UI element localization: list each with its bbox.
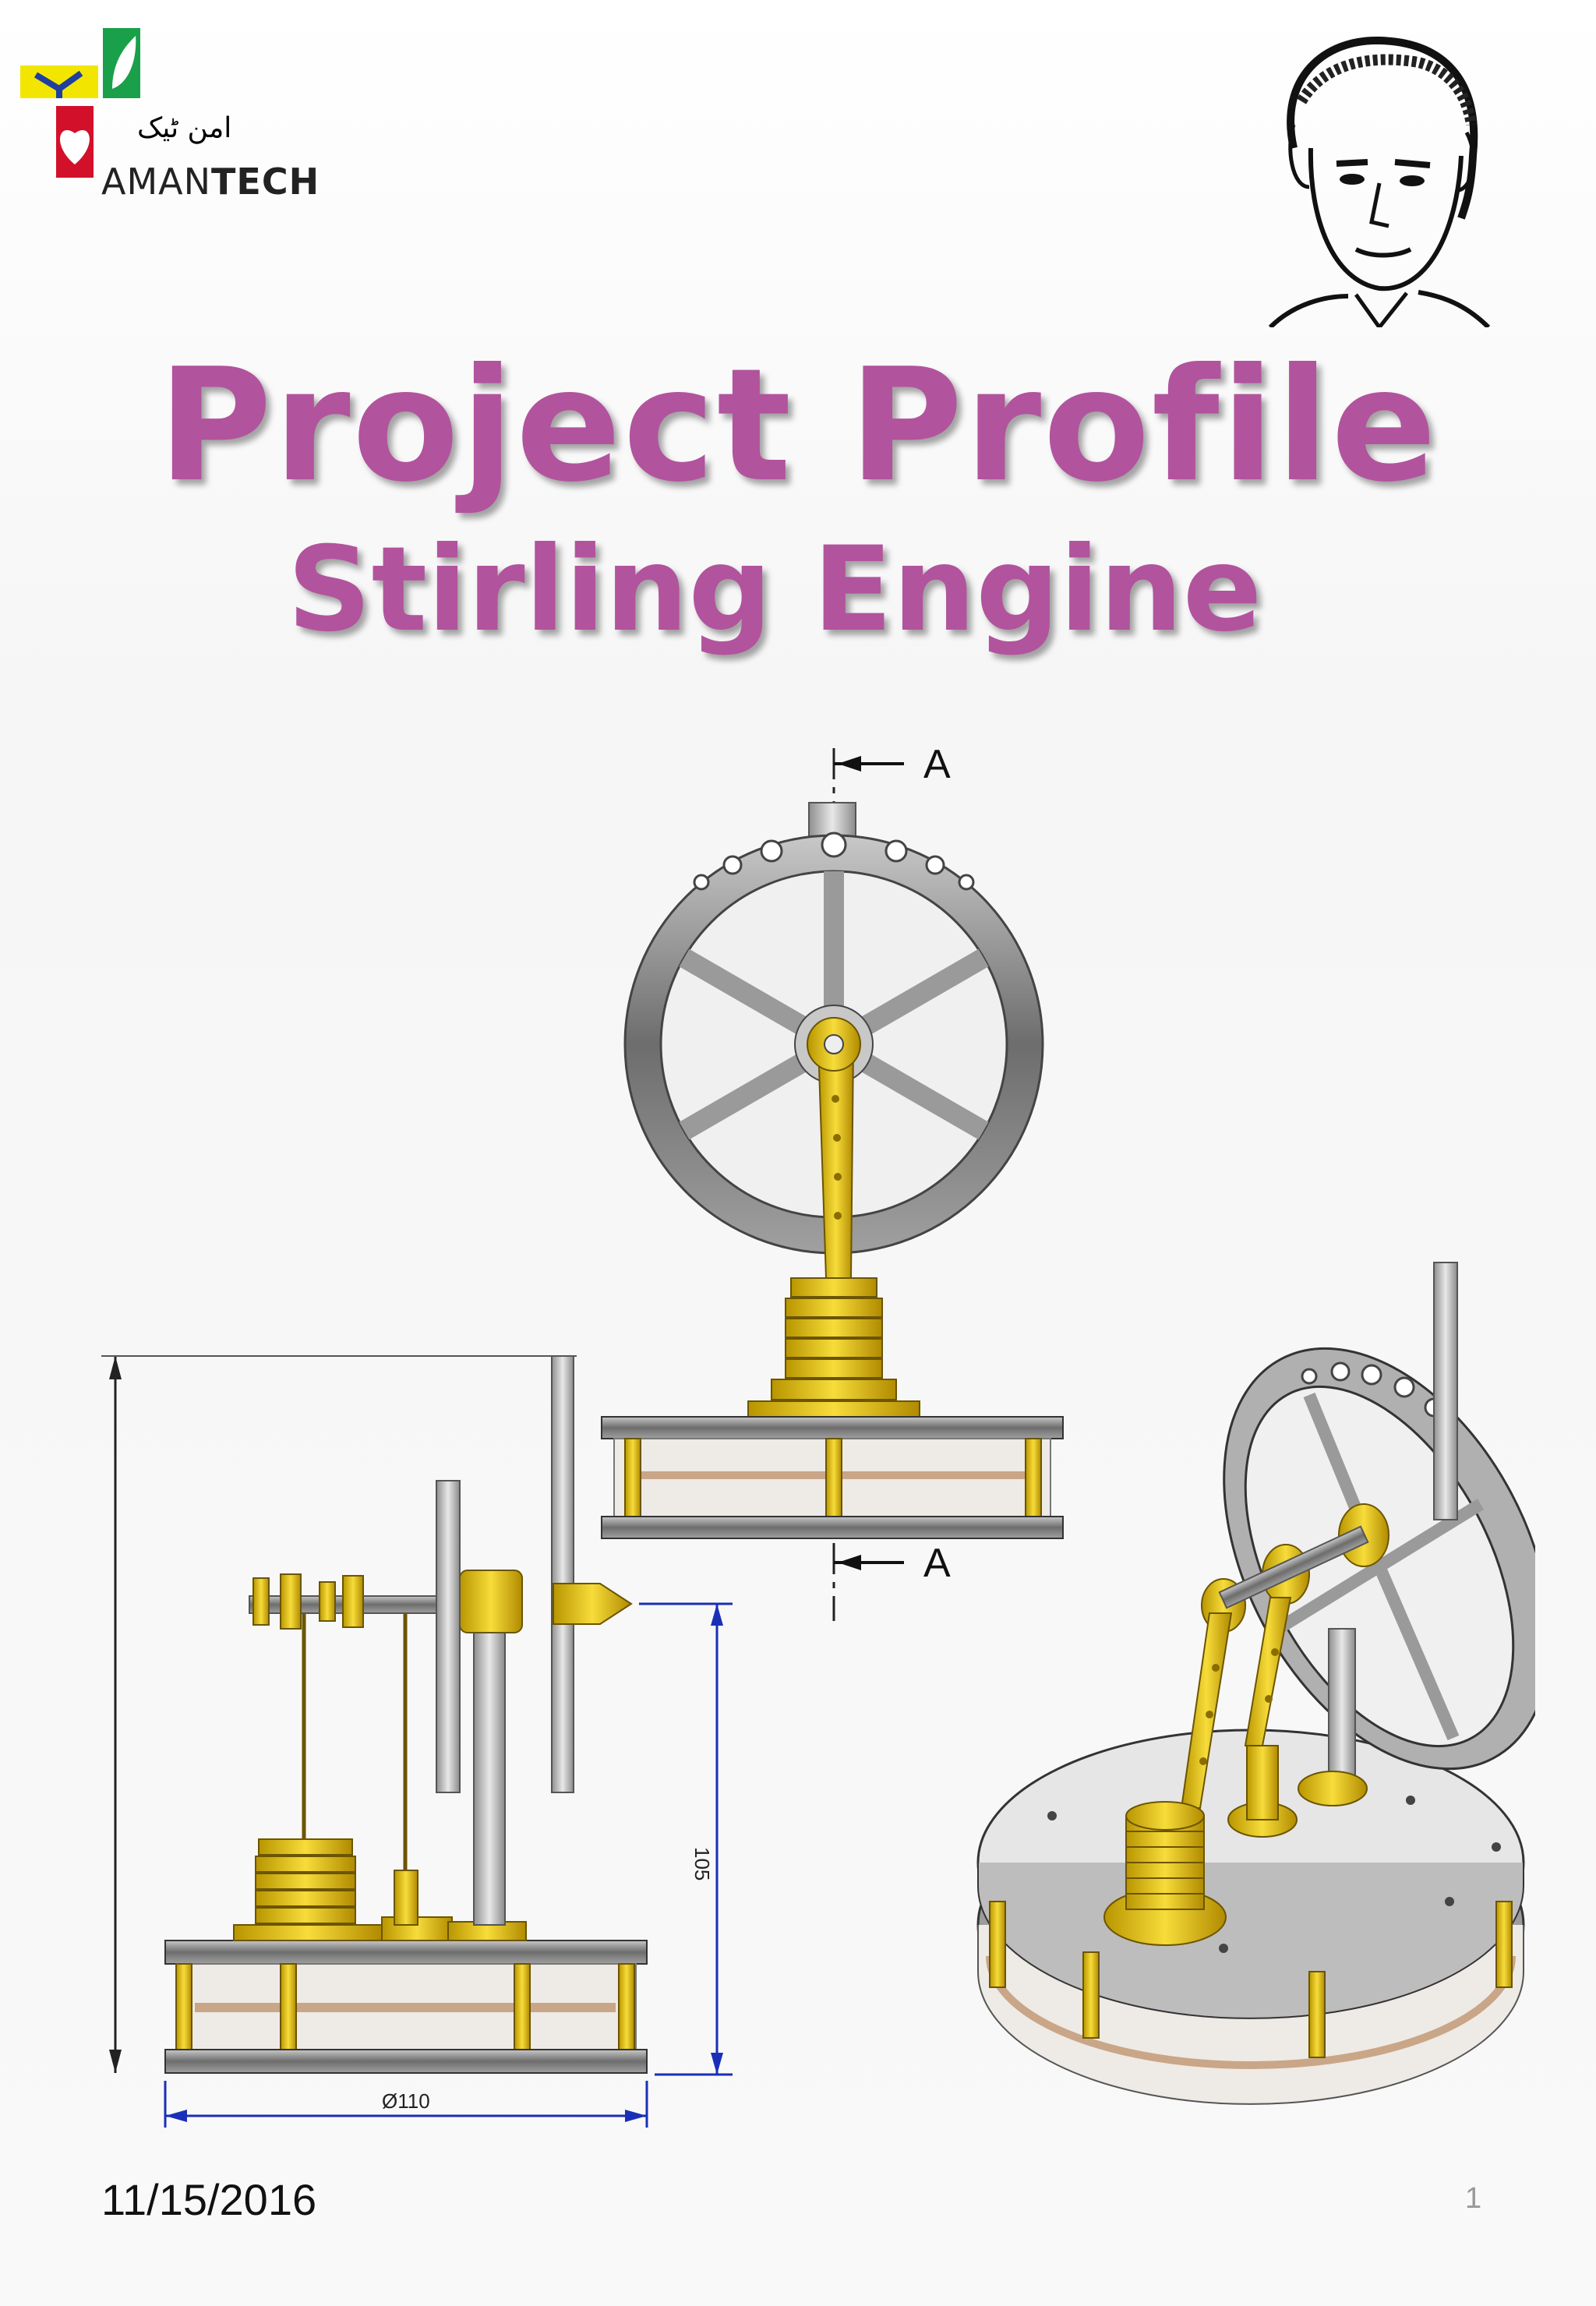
title-stirling-engine: Stirling Engine [287,522,1262,658]
logo-name: AMANTECH [101,161,320,203]
side-view: 105 Ø110 [101,1355,733,2128]
logo-urdu-text: امن ٹیک [137,112,232,144]
logo-name-regular: AMAN [101,161,212,203]
isometric-view [976,1262,1535,2105]
logo-name-bold: TECH [211,161,320,203]
logo-mark-icon [20,28,140,178]
section-label-top: A [923,742,951,787]
amantech-logo: امن ٹیک AMANTECH [20,28,319,203]
footer-date: 11/15/2016 [101,2175,317,2224]
height-dimension-label: 105 [690,1847,714,1880]
stirling-engine-drawing: A A [101,742,1535,2128]
diameter-dimension-label: Ø110 [382,2089,430,2113]
title-project-profile: Project Profile [157,335,1439,517]
front-view: A A [601,742,1064,1621]
section-label-bottom: A [923,1541,951,1586]
author-portrait-sketch [1268,36,1491,327]
page-number: 1 [1465,2182,1482,2215]
